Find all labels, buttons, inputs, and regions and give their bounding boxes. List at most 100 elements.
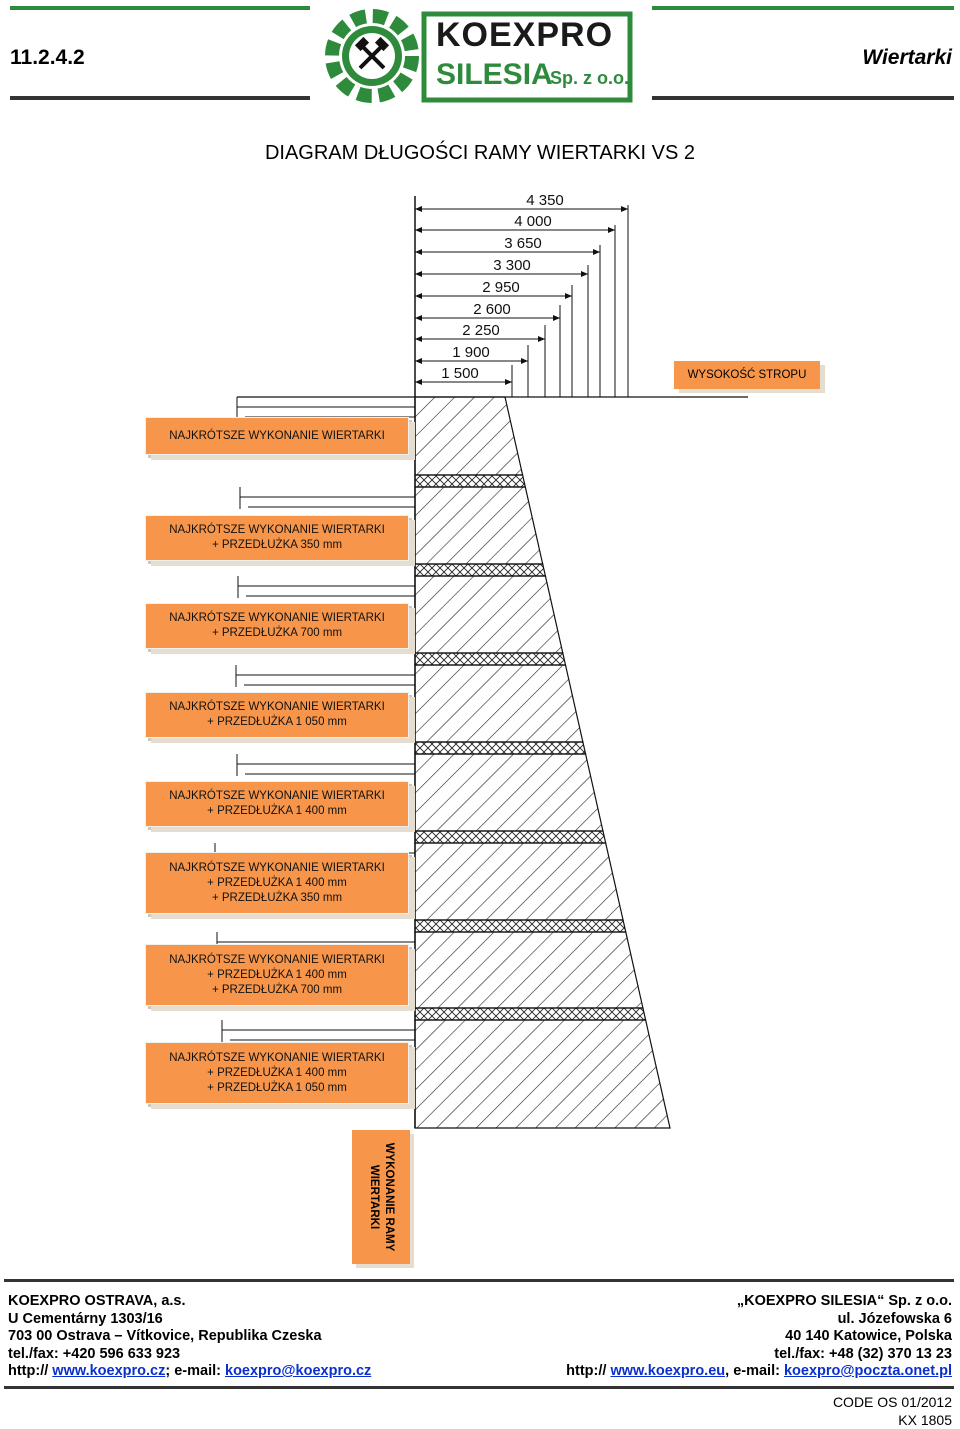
gear-hammer-icon [325, 9, 633, 103]
footer-left-email-link[interactable]: koexpro@koexpro.cz [225, 1363, 372, 1379]
footer-address-katowice: „KOEXPRO SILESIA“ Sp. z o.o. ul. Józefow… [566, 1293, 952, 1381]
footer-left-web-prefix: http:// [8, 1363, 49, 1379]
variant-label-line: NAJKRÓTSZE WYKONANIE WIERTARKI [169, 612, 385, 624]
header-top-line-right [652, 6, 954, 10]
variant-label-6: NAJKRÓTSZE WYKONANIE WIERTARKI + PRZEDŁUŻ… [145, 852, 409, 914]
document-code: CODE OS 01/2012 KX 1805 [833, 1393, 952, 1429]
dimension-value: 2 250 [462, 322, 500, 339]
dimension-arrow [415, 293, 422, 299]
frame-joint [414, 652, 567, 666]
footer-left-company: KOEXPRO OSTRAVA, a.s. [8, 1293, 186, 1309]
header-top-line-left [10, 6, 310, 10]
variant-label-line: + PRZEDŁUŻKA 1 050 mm [207, 716, 347, 728]
frame-segment [414, 575, 564, 654]
footer-left-web-link[interactable]: www.koexpro.cz [52, 1363, 166, 1379]
variant-label-line: NAJKRÓTSZE WYKONANIE WIERTARKI [169, 524, 385, 536]
variant-label-4: NAJKRÓTSZE WYKONANIE WIERTARKI + PRZEDŁUŻ… [145, 692, 409, 738]
variant-label-3: NAJKRÓTSZE WYKONANIE WIERTARKI + PRZEDŁUŻ… [145, 603, 409, 649]
dimension-arrow [505, 379, 512, 385]
dimension-value: 2 950 [482, 279, 520, 296]
dimension-arrow [565, 293, 572, 299]
frame-segment [414, 664, 584, 743]
frame-segment [414, 842, 624, 921]
dimension-arrow [538, 336, 545, 342]
dimension-arrow [415, 336, 422, 342]
kx-line: KX 1805 [898, 1412, 952, 1428]
page-title: DIAGRAM DŁUGOŚCI RAMY WIERTARKI VS 2 [264, 142, 696, 164]
footer-left-street: U Cementárny 1303/16 [8, 1310, 163, 1327]
dimension-arrow [553, 315, 560, 321]
variant-label-line: NAJKRÓTSZE WYKONANIE WIERTARKI [169, 790, 385, 802]
variant-label-line: + PRZEDŁUŻKA 1 400 mm [207, 968, 347, 981]
dimension-arrow [415, 227, 422, 233]
dimension-arrow [415, 358, 422, 364]
dimension-arrow [415, 249, 422, 255]
variant-label-line: NAJKRÓTSZE WYKONANIE WIERTARKI [169, 1051, 385, 1064]
footer-right-phone: tel./fax: +48 (32) 370 13 23 [774, 1345, 952, 1362]
variant-label-line: + PRZEDŁUŻKA 350 mm [211, 539, 343, 551]
frame-joint [414, 1007, 647, 1021]
variant-label-8: NAJKRÓTSZE WYKONANIE WIERTARKI + PRZEDŁUŻ… [145, 1042, 409, 1104]
dimension-value: 1 500 [441, 365, 479, 382]
dimension-arrow [581, 271, 588, 277]
dimension-arrow [415, 379, 422, 385]
frame-segment [414, 1019, 671, 1129]
dimension-arrow [608, 227, 615, 233]
frame-joint [414, 919, 627, 933]
variant-label-line: + PRZEDŁUŻKA 1 050 mm [207, 1081, 347, 1094]
dimension-arrow [415, 206, 422, 212]
code-line: CODE OS 01/2012 [832, 1394, 952, 1410]
frame-label-line-2: WIERTARKI [368, 1164, 380, 1230]
header-bottom-line-right [652, 96, 954, 100]
frame-label-line-1: WYKONANIE RAMY [383, 1142, 395, 1252]
footer-right-email-link[interactable]: koexpro@poczta.onet.pl [783, 1363, 952, 1379]
variant-label-line: + PRZEDŁUŻKA 1 400 mm [207, 805, 347, 817]
footer-top-line [4, 1279, 954, 1282]
variant-label-7: NAJKRÓTSZE WYKONANIE WIERTARKI + PRZEDŁUŻ… [145, 944, 409, 1006]
variant-label-line: NAJKRÓTSZE WYKONANIE WIERTARKI [169, 429, 385, 442]
variant-label-5: NAJKRÓTSZE WYKONANIE WIERTARKI + PRZEDŁUŻ… [145, 781, 409, 827]
company-logo: KOEXPRO SILESIA Sp. z o.o. [324, 8, 636, 104]
variant-label-line: NAJKRÓTSZE WYKONANIE WIERTARKI [169, 701, 385, 713]
dimension-arrow [593, 249, 600, 255]
variant-label-line: + PRZEDŁUŻKA 700 mm [211, 627, 343, 639]
frame-joint [414, 830, 607, 844]
category-title: Wiertarki [862, 46, 952, 69]
frame-segment [414, 396, 524, 476]
footer-right-web-prefix: http:// [566, 1363, 607, 1379]
ceiling-height-label: WYSOKOŚĆ STROPU [674, 361, 820, 389]
frame-version-label: WYKONANIE RAMY WIERTARKI [352, 1130, 410, 1264]
footer-right-email-prefix: , e-mail: [725, 1363, 780, 1379]
footer-right-company: „KOEXPRO SILESIA“ Sp. z o.o. [736, 1293, 952, 1309]
variant-label-line: + PRZEDŁUŻKA 700 mm [211, 983, 343, 996]
dimension-arrow [415, 315, 422, 321]
footer-right-street: ul. Józefowska 6 [837, 1310, 952, 1327]
logo-brand: KOEXPRO [436, 16, 614, 54]
footer-left-email-prefix: ; e-mail: [165, 1363, 221, 1379]
logo-suffix: Sp. z o.o. [550, 68, 629, 88]
frame-joint [414, 474, 527, 488]
frame-segment [414, 486, 544, 565]
dimension-value: 3 300 [493, 257, 531, 274]
frame-joint [414, 741, 587, 755]
header-bottom-line-left [10, 96, 310, 100]
frame-segment [414, 753, 604, 832]
dimension-value: 2 600 [473, 301, 511, 318]
logo-sub: SILESIA [436, 58, 553, 91]
dimension-value: 1 900 [452, 344, 490, 361]
variant-label-line: + PRZEDŁUŻKA 1 400 mm [207, 876, 347, 889]
dimension-arrow [521, 358, 528, 364]
footer-right-web-link[interactable]: www.koexpro.eu [610, 1363, 726, 1379]
dimension-value: 3 650 [504, 235, 542, 252]
frame-segment [414, 931, 644, 1009]
variant-label-2: NAJKRÓTSZE WYKONANIE WIERTARKI + PRZEDŁUŻ… [145, 515, 409, 561]
frame-joint [414, 563, 547, 577]
footer-left-city: 703 00 Ostrava – Vítkovice, Republika Cz… [8, 1328, 322, 1344]
dimension-arrow [621, 206, 628, 212]
variant-label-line: + PRZEDŁUŻKA 350 mm [211, 891, 343, 904]
variant-label-line: NAJKRÓTSZE WYKONANIE WIERTARKI [169, 953, 385, 966]
variant-label-line: NAJKRÓTSZE WYKONANIE WIERTARKI [169, 861, 385, 874]
footer-right-city: 40 140 Katowice, Polska [785, 1328, 952, 1344]
variant-label-1: NAJKRÓTSZE WYKONANIE WIERTARKI [145, 417, 409, 455]
